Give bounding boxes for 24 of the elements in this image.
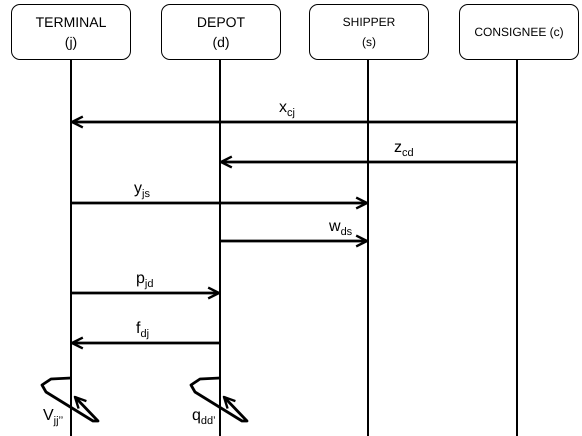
message-arrow [72, 286, 220, 300]
participant-name: CONSIGNEE (c) [474, 24, 564, 41]
self-loop-arrow [190, 376, 248, 422]
edge-label: x$_{cj}$ [279, 99, 295, 122]
participant-name: SHIPPER (s) [342, 14, 396, 51]
lifeline [219, 60, 221, 436]
edge-label: y$_{js}$ [134, 180, 150, 202]
edge-label: p$_{jd}$ [136, 270, 154, 292]
lifeline [367, 60, 369, 436]
message-arrow [221, 234, 368, 248]
lifeline [516, 60, 518, 436]
participant-name: TERMINAL (j) [34, 13, 108, 52]
edge-label: q$_{dd’}$ [192, 407, 216, 430]
edge-label: w$_{ds}$ [329, 218, 352, 240]
message-arrow [70, 336, 219, 350]
edge-label: f$_{dj}$ [136, 320, 150, 342]
message-arrow [72, 196, 368, 210]
message-arrow [220, 155, 516, 169]
self-loop-arrow [40, 376, 100, 422]
edge-label: z$_{cd}$ [394, 139, 414, 162]
message-arrow [70, 115, 516, 129]
participant-name: DEPOT (d) [196, 13, 246, 52]
edge-label: V$_{jj’’}$ [43, 407, 64, 430]
lifeline [70, 60, 72, 436]
